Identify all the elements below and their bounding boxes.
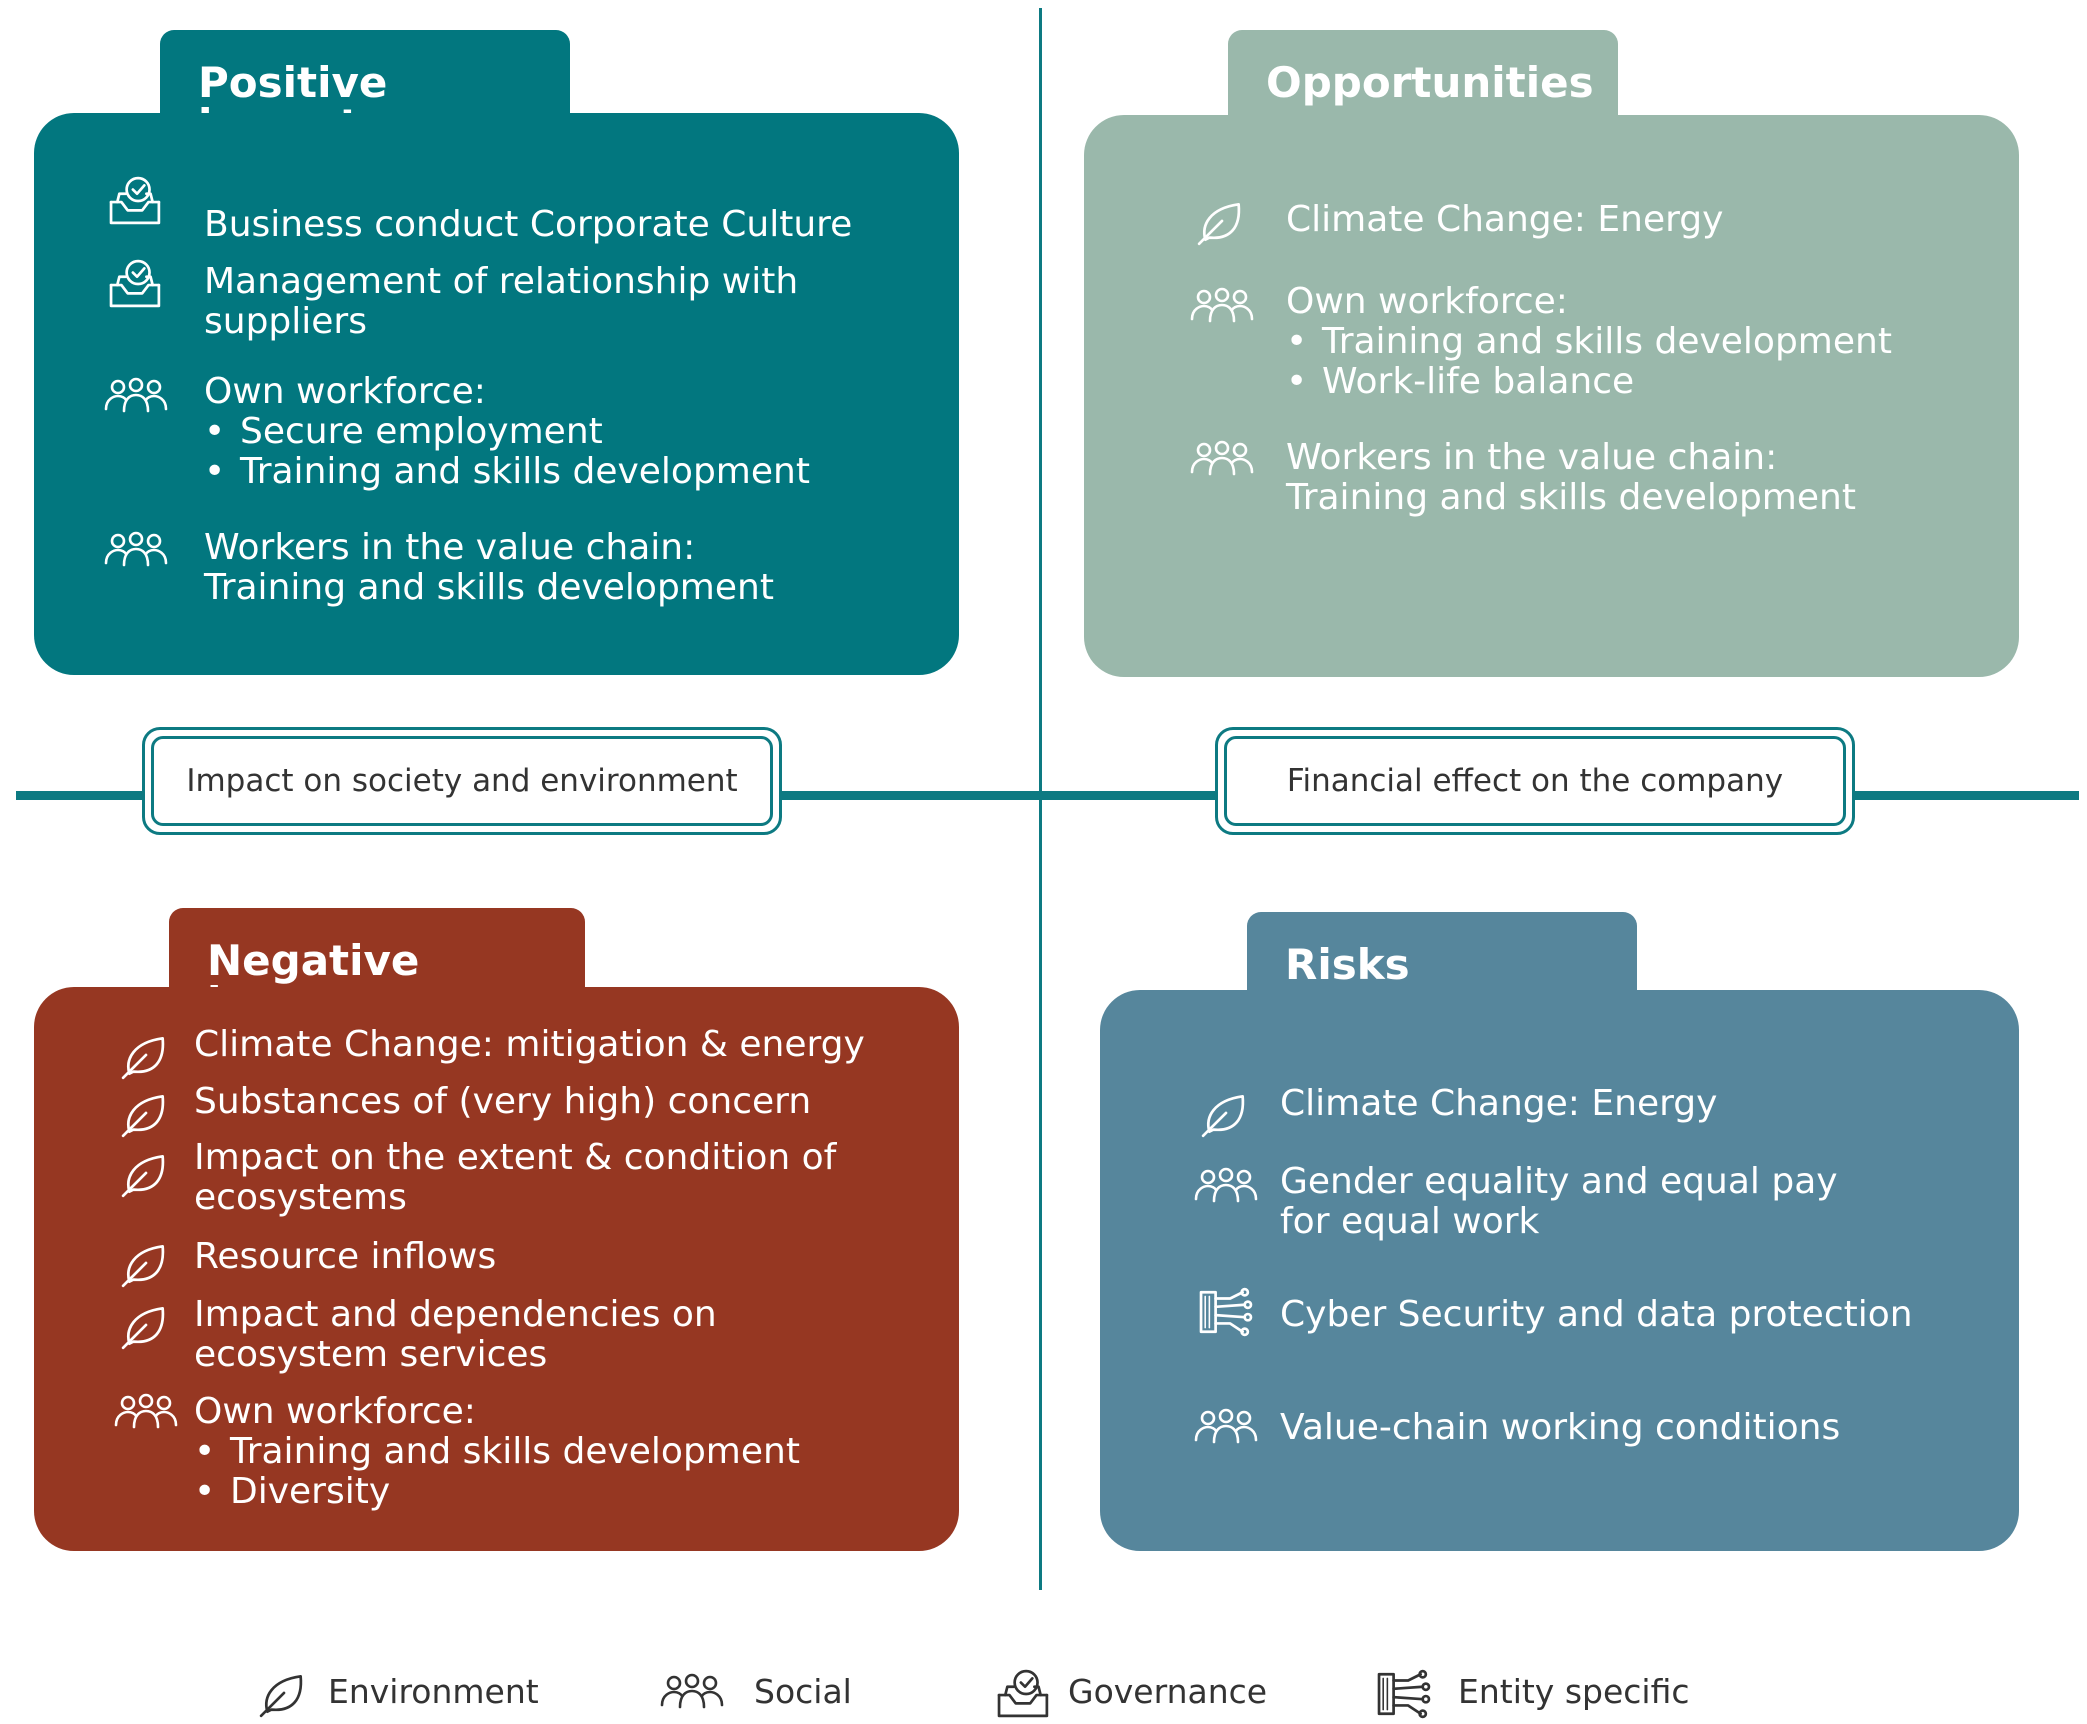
environment-icon — [114, 1088, 178, 1140]
opportunities-title: Opportunities — [1266, 58, 1594, 107]
social-icon — [1190, 282, 1254, 334]
positive-item-3-line-1: Training and skills development — [204, 567, 774, 608]
legend-environment-icon — [252, 1668, 316, 1720]
impact-axis-label-text: Impact on society and environment — [151, 736, 773, 826]
positive-impacts-tab: Positive impacts — [160, 30, 570, 146]
risks-item-1-line-0: Gender equality and equal pay — [1280, 1161, 1838, 1202]
legend-label-2: Governance — [1068, 1672, 1268, 1711]
opportunities-item-1-bullet-1: Work-life balance — [1286, 362, 1892, 403]
risks-item-2: Cyber Security and data protection — [1280, 1295, 1913, 1335]
risks-item-3-line-0: Value-chain working conditions — [1280, 1407, 1841, 1448]
social-icon — [1194, 1162, 1258, 1214]
social-icon — [1194, 1403, 1258, 1455]
legend-entity-specific-icon — [1372, 1668, 1436, 1720]
negative-item-1: Substances of (very high) concern — [194, 1082, 811, 1122]
positive-impacts-panel — [34, 113, 959, 675]
risks-panel — [1100, 990, 2019, 1551]
risks-item-3: Value-chain working conditions — [1280, 1408, 1840, 1448]
negative-item-5-bullet-1: Diversity — [194, 1472, 800, 1513]
environment-icon — [114, 1030, 178, 1082]
legend-social-icon — [660, 1668, 724, 1720]
negative-item-2-line-1: ecosystems — [194, 1177, 407, 1218]
negative-item-2-line-0: Impact on the extent & condition of — [194, 1137, 837, 1178]
positive-item-0-line-0: Business conduct Corporate Culture — [204, 204, 853, 245]
negative-item-4-line-0: Impact and dependencies on — [194, 1294, 717, 1335]
positive-item-2-line-0: Own workforce: — [204, 371, 486, 412]
risks-item-1-line-1: for equal work — [1280, 1201, 1540, 1242]
risks-title: Risks — [1285, 940, 1410, 989]
negative-item-5: Own workforce:Training and skills develo… — [194, 1391, 800, 1513]
negative-item-5-bullet-0: Training and skills development — [194, 1432, 800, 1473]
opportunities-item-0: Climate Change: Energy — [1286, 200, 1723, 240]
risks-item-0: Climate Change: Energy — [1280, 1084, 1717, 1124]
positive-item-1-line-1: suppliers — [204, 301, 367, 342]
legend-governance-icon — [992, 1668, 1056, 1720]
social-icon — [114, 1388, 178, 1440]
positive-item-0: Business conduct Corporate Culture — [204, 205, 852, 245]
negative-item-0-line-0: Climate Change: mitigation & energy — [194, 1024, 865, 1065]
negative-item-4-line-1: ecosystem services — [194, 1334, 548, 1375]
negative-item-0: Climate Change: mitigation & energy — [194, 1025, 865, 1065]
legend-label-1: Social — [754, 1672, 852, 1711]
governance-icon — [104, 258, 168, 310]
negative-item-4: Impact and dependencies on ecosystem ser… — [194, 1295, 717, 1375]
opportunities-item-1-bullet-0: Training and skills development — [1286, 322, 1892, 363]
negative-item-1-line-0: Substances of (very high) concern — [194, 1081, 812, 1122]
legend-label-3: Entity specific — [1458, 1672, 1690, 1711]
positive-item-3-line-0: Workers in the value chain: — [204, 527, 696, 568]
opportunities-item-2-line-1: Training and skills development — [1286, 477, 1856, 518]
positive-item-2: Own workforce:Secure employmentTraining … — [204, 371, 810, 493]
environment-icon — [114, 1300, 178, 1352]
opportunities-tab: Opportunities — [1228, 30, 1618, 122]
horizontal-axis-line-middle — [776, 791, 1218, 800]
impact-axis-label: Impact on society and environment — [142, 727, 782, 835]
negative-impacts-tab: Negative impacts — [169, 908, 585, 1024]
positive-item-2-bullet-0: Secure employment — [204, 412, 810, 453]
social-icon — [104, 372, 168, 424]
negative-item-5-line-0: Own workforce: — [194, 1391, 476, 1432]
positive-item-3: Workers in the value chain:Training and … — [204, 528, 774, 608]
environment-icon — [1194, 1088, 1258, 1140]
social-icon — [104, 526, 168, 578]
positive-item-2-bullet-1: Training and skills development — [204, 452, 810, 493]
financial-axis-label-text: Financial effect on the company — [1224, 736, 1846, 826]
environment-icon — [114, 1148, 178, 1200]
financial-axis-label: Financial effect on the company — [1215, 727, 1855, 835]
opportunities-item-1-line-0: Own workforce: — [1286, 281, 1568, 322]
environment-icon — [114, 1238, 178, 1290]
negative-item-3-line-0: Resource inflows — [194, 1236, 497, 1277]
risks-item-2-line-0: Cyber Security and data protection — [1280, 1294, 1913, 1335]
opportunities-item-2-line-0: Workers in the value chain: — [1286, 437, 1778, 478]
risks-item-0-line-0: Climate Change: Energy — [1280, 1083, 1718, 1124]
legend-label-0: Environment — [328, 1672, 539, 1711]
entity-specific-icon — [1194, 1286, 1258, 1338]
social-icon — [1190, 435, 1254, 487]
horizontal-axis-line-left — [16, 791, 146, 800]
environment-icon — [1190, 196, 1254, 248]
opportunities-item-2: Workers in the value chain:Training and … — [1286, 438, 1856, 518]
opportunities-item-1: Own workforce:Training and skills develo… — [1286, 281, 1892, 403]
negative-item-3: Resource inflows — [194, 1237, 496, 1277]
governance-icon — [104, 175, 168, 227]
horizontal-axis-line-right — [1851, 791, 2079, 800]
risks-tab: Risks — [1247, 912, 1637, 1004]
positive-item-1-line-0: Management of relationship with — [204, 261, 799, 302]
opportunities-item-0-line-0: Climate Change: Energy — [1286, 199, 1724, 240]
